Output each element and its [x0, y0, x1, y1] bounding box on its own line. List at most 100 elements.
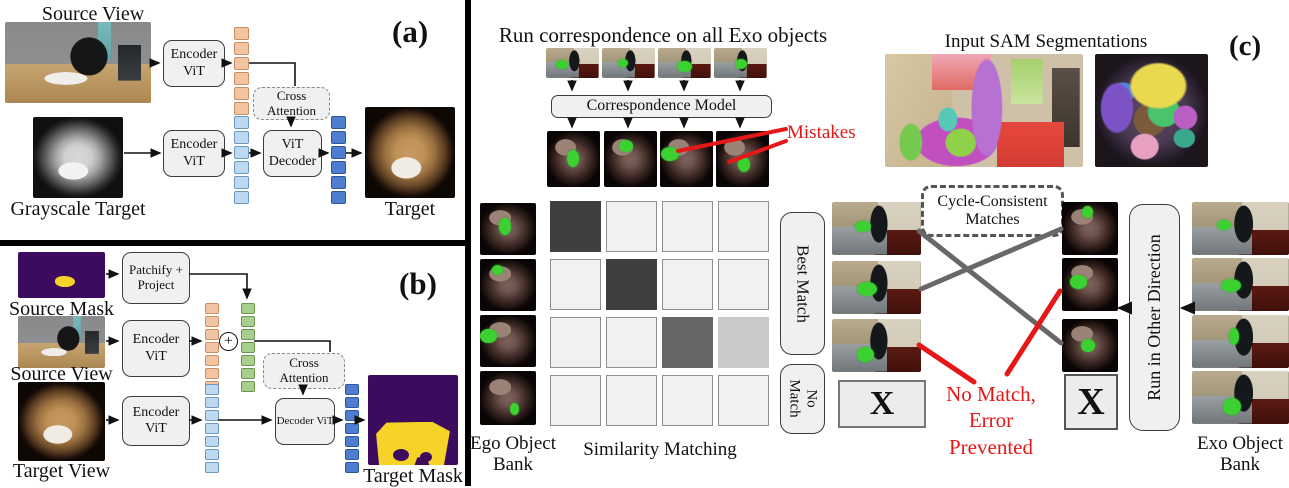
ego-result-thumb	[660, 131, 713, 187]
highlight-blob	[1223, 397, 1242, 415]
matrix-cell-light	[606, 375, 657, 426]
vit-decoder-box: ViT Decoder	[263, 130, 322, 177]
best-match-text: Best Match	[793, 244, 813, 323]
highlight-blob	[1082, 206, 1094, 219]
token-square	[331, 176, 346, 189]
highlight-blob	[661, 146, 680, 161]
token-square	[234, 161, 249, 174]
encoder-vit-text: Encoder ViT	[132, 332, 180, 364]
source-view-label-a: Source View	[41, 3, 145, 25]
matrix-cell-light	[550, 375, 601, 426]
token-square	[234, 72, 249, 85]
encoder-vit-box-b-bottom: Encoder ViT	[122, 396, 190, 446]
patchify-project-text: Patchify + Project	[129, 262, 183, 292]
encoder-vit-box-a-bottom: Encoder ViT	[163, 130, 225, 177]
matrix-cell-light	[550, 317, 601, 368]
correspondence-model-box: Correspondence Model	[551, 95, 772, 118]
x-mark-glyph: X	[1077, 381, 1105, 423]
token-square	[241, 329, 255, 340]
token-square	[345, 423, 359, 434]
token-column-blue-b	[345, 384, 359, 473]
no-match-box: No Match	[780, 364, 825, 434]
encoder-vit-text: Encoder ViT	[170, 137, 218, 169]
x-mark-box-left: X	[838, 380, 926, 428]
sam-segmentation-ego-image	[1095, 54, 1208, 167]
decoder-vit-box: Decoder ViT	[275, 398, 335, 445]
matrix-cell-light	[662, 201, 713, 252]
token-square	[345, 397, 359, 408]
token-column-blue-a	[331, 116, 346, 204]
token-square	[345, 449, 359, 460]
best-match-box: Best Match	[780, 212, 825, 355]
source-view-label-b: Source View	[10, 363, 113, 385]
matrix-cell-medium	[662, 317, 713, 368]
exo-query-thumb	[658, 48, 711, 78]
target-label: Target	[384, 198, 436, 220]
highlight-blob	[567, 150, 580, 168]
token-square	[234, 57, 249, 70]
token-square	[345, 410, 359, 421]
token-square	[205, 355, 219, 366]
highlight-blob	[738, 156, 751, 172]
input-sam-heading: Input SAM Segmentations	[944, 31, 1148, 52]
cross-attention-text: Cross Attention	[279, 355, 329, 385]
highlight-blob	[735, 58, 748, 69]
ego-bank-thumb	[480, 203, 536, 255]
x-mark-box-right: X	[1064, 374, 1118, 430]
run-correspondence-heading: Run correspondence on all Exo objects	[498, 23, 828, 47]
similarity-matching-label: Similarity Matching	[583, 439, 737, 460]
cycle-exo-thumb	[832, 261, 921, 314]
matrix-cell-light	[662, 259, 713, 310]
ego-bank-thumb	[480, 371, 536, 425]
token-column-orange-b	[205, 303, 219, 392]
grayscale-target-photo	[33, 117, 123, 198]
token-square	[331, 131, 346, 144]
no-match-text: No Match	[787, 379, 820, 418]
token-square	[205, 410, 219, 421]
highlight-blob	[856, 282, 877, 297]
highlight-blob	[1221, 279, 1242, 293]
source-view-photo-b	[18, 316, 105, 368]
highlight-blob	[1081, 339, 1096, 353]
exo-query-thumb	[714, 48, 767, 78]
target-view-photo	[18, 382, 105, 461]
highlight-blob	[618, 139, 633, 152]
target-mask-image	[368, 375, 458, 465]
exo-bank-thumb	[1192, 202, 1289, 255]
target-photo	[365, 107, 455, 198]
ego-result-thumb	[604, 131, 657, 187]
target-mask-hole	[393, 448, 410, 461]
plus-circle-icon: +	[219, 332, 238, 351]
token-square	[234, 27, 249, 40]
matrix-cell-light	[718, 375, 769, 426]
matrix-cell-faint	[718, 317, 769, 368]
highlight-blob	[677, 60, 693, 72]
sam-segmentation-exo-image	[885, 54, 1083, 167]
token-square	[205, 423, 219, 434]
highlight-blob	[510, 403, 520, 416]
token-square	[345, 436, 359, 447]
token-square	[205, 462, 219, 473]
token-column-lightblue-a	[234, 116, 249, 204]
token-square	[234, 176, 249, 189]
token-square	[234, 146, 249, 159]
token-square	[241, 316, 255, 327]
ego-result-thumb	[716, 131, 769, 187]
matrix-cell-dark	[550, 201, 601, 252]
cycle-ego-thumb	[1062, 258, 1118, 311]
target-view-label: Target View	[12, 460, 111, 482]
highlight-blob	[1228, 327, 1239, 345]
panel-divider-horizontal	[0, 240, 467, 246]
cycle-ego-thumb	[1062, 319, 1118, 372]
token-square	[241, 355, 255, 366]
token-square	[331, 161, 346, 174]
similarity-matrix	[550, 201, 769, 426]
encoder-vit-box-b-top: Encoder ViT	[122, 320, 190, 377]
token-square	[241, 368, 255, 379]
token-square	[331, 191, 346, 204]
cycle-ego-thumb	[1062, 202, 1118, 255]
token-square	[241, 303, 255, 314]
patchify-project-box: Patchify + Project	[122, 252, 190, 304]
target-mask-hole	[420, 452, 433, 463]
cross-attention-box-b: Cross Attention	[263, 353, 345, 389]
